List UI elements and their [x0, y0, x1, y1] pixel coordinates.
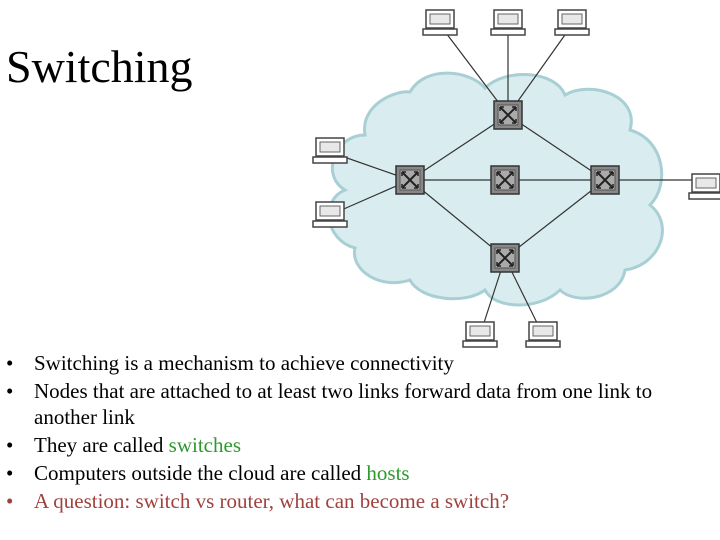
switch-icon: [395, 165, 425, 195]
computer-icon: [525, 321, 561, 348]
computer-icon: [688, 173, 720, 200]
computer-icon: [554, 9, 590, 36]
bullet-list: • Switching is a mechanism to achieve co…: [6, 350, 706, 516]
highlight-switches: switches: [168, 433, 241, 457]
highlight-hosts: hosts: [366, 461, 410, 485]
bullet-item-question: • A question: switch vs router, what can…: [6, 489, 510, 513]
bullet-item: • Computers outside the cloud are called…: [6, 461, 410, 485]
switch-icon: [490, 165, 520, 195]
computer-icon: [312, 201, 348, 228]
slide-title: Switching: [6, 41, 193, 92]
switch-icon: [590, 165, 620, 195]
switch-icon: [493, 100, 523, 130]
computer-icon: [462, 321, 498, 348]
bullet-item: • They are called switches: [6, 433, 241, 457]
bullet-item: • Nodes that are attached to at least tw…: [6, 379, 653, 429]
bullet-item: • Switching is a mechanism to achieve co…: [6, 351, 454, 375]
computer-icon: [312, 137, 348, 164]
computer-icon: [490, 9, 526, 36]
computer-icon: [422, 9, 458, 36]
switch-icon: [490, 243, 520, 273]
